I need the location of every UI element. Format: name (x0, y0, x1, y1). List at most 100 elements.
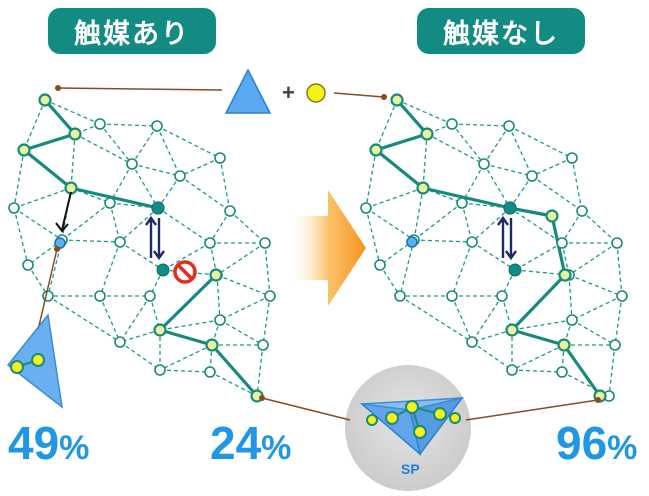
yield-with-catalyst-branch: 49% (8, 417, 90, 469)
leader-line (57, 87, 223, 91)
equilibrium-arrow-down (153, 218, 165, 261)
equilibrium-arrow-up (497, 215, 509, 258)
network-edge (156, 125, 181, 177)
network-edge (209, 210, 231, 244)
polymer-bond (395, 98, 429, 136)
network-edge (561, 242, 570, 276)
network-edge (568, 242, 618, 276)
polymer-node (390, 93, 404, 107)
network-edge (508, 125, 573, 159)
network-edge (413, 239, 473, 243)
polymer-bond (158, 273, 218, 332)
network-edge (471, 207, 511, 243)
polymer-node (38, 93, 52, 107)
network-edge (509, 207, 563, 244)
polymer-bond (210, 343, 259, 398)
network-with-catalyst (8, 93, 276, 403)
sp-pyramid-icon (359, 396, 464, 457)
triangle-monomer-icon (224, 68, 272, 114)
blue-node (54, 237, 66, 249)
network-edge (99, 241, 121, 297)
network-node (94, 290, 106, 302)
network-node (446, 290, 458, 302)
network-node (609, 339, 621, 351)
network-edge (511, 369, 563, 373)
network-edge (514, 242, 563, 271)
with-catalyst-label: 触媒あり (48, 8, 216, 54)
with-catalyst-text: 触媒あり (74, 18, 190, 50)
network-edge (379, 264, 401, 297)
leader-dot (55, 85, 61, 91)
network-edge (119, 241, 164, 271)
leader-line (37, 248, 58, 331)
polymer-node (505, 323, 519, 337)
network-node (526, 170, 538, 182)
network-edge (119, 207, 159, 243)
network-edge (13, 207, 29, 266)
network-edge (471, 341, 513, 371)
network-edge (119, 341, 161, 371)
blue-node (406, 236, 418, 248)
network-node (456, 197, 468, 209)
network-edge (511, 344, 565, 371)
network-edge (471, 295, 503, 343)
network-edge (109, 202, 159, 209)
leader-dot (259, 395, 265, 401)
yield-without-catalyst: 96% (556, 417, 638, 469)
network-edge (365, 207, 381, 266)
network-edge (162, 242, 211, 271)
network-node (466, 236, 478, 248)
network-node (257, 339, 269, 351)
network-edge (264, 242, 271, 297)
network-edge (614, 295, 623, 346)
network-edge (99, 123, 158, 127)
network-edge (179, 157, 221, 177)
polymer-node (64, 181, 78, 195)
network-edge (508, 125, 533, 177)
network-edge (471, 241, 516, 271)
network-edge (13, 187, 72, 209)
network-edge (61, 202, 111, 241)
network-edge (159, 369, 211, 373)
network-node (114, 336, 126, 348)
without-catalyst-text: 触媒なし (443, 18, 559, 50)
network-edge (109, 202, 121, 243)
network-edge (157, 207, 211, 244)
network-edge (568, 274, 623, 297)
transfer-arrow (55, 191, 72, 233)
branch-node (10, 360, 24, 374)
network-edge (483, 163, 511, 209)
polymer-bond (562, 343, 602, 398)
network-node (503, 120, 515, 132)
network-node (114, 236, 126, 248)
network-node (126, 158, 138, 170)
polymer-node (369, 143, 383, 157)
network-edge (561, 210, 583, 244)
polymer-bond (508, 206, 554, 218)
active-site-node (508, 263, 522, 277)
process-arrow (290, 190, 366, 306)
network-node (446, 118, 458, 130)
polymer-bond (374, 148, 425, 190)
network-edge (23, 99, 46, 151)
network-node (151, 120, 163, 132)
network-edge (568, 274, 573, 321)
network-edge (131, 125, 158, 165)
network-edge (156, 125, 221, 159)
network-node (8, 202, 20, 214)
network-edge (375, 99, 398, 151)
network-edge (399, 295, 473, 343)
network-node (204, 366, 216, 378)
network-node (394, 290, 406, 302)
network-edge (229, 210, 266, 244)
network-without-catalyst (360, 93, 628, 403)
branch-node (31, 353, 45, 367)
polymer-bond (69, 186, 160, 210)
network-node (374, 259, 386, 271)
polymer-bond (510, 328, 566, 347)
network-node (214, 152, 226, 164)
leader-line (333, 92, 385, 98)
polymer-node (416, 181, 430, 195)
network-node (466, 336, 478, 348)
